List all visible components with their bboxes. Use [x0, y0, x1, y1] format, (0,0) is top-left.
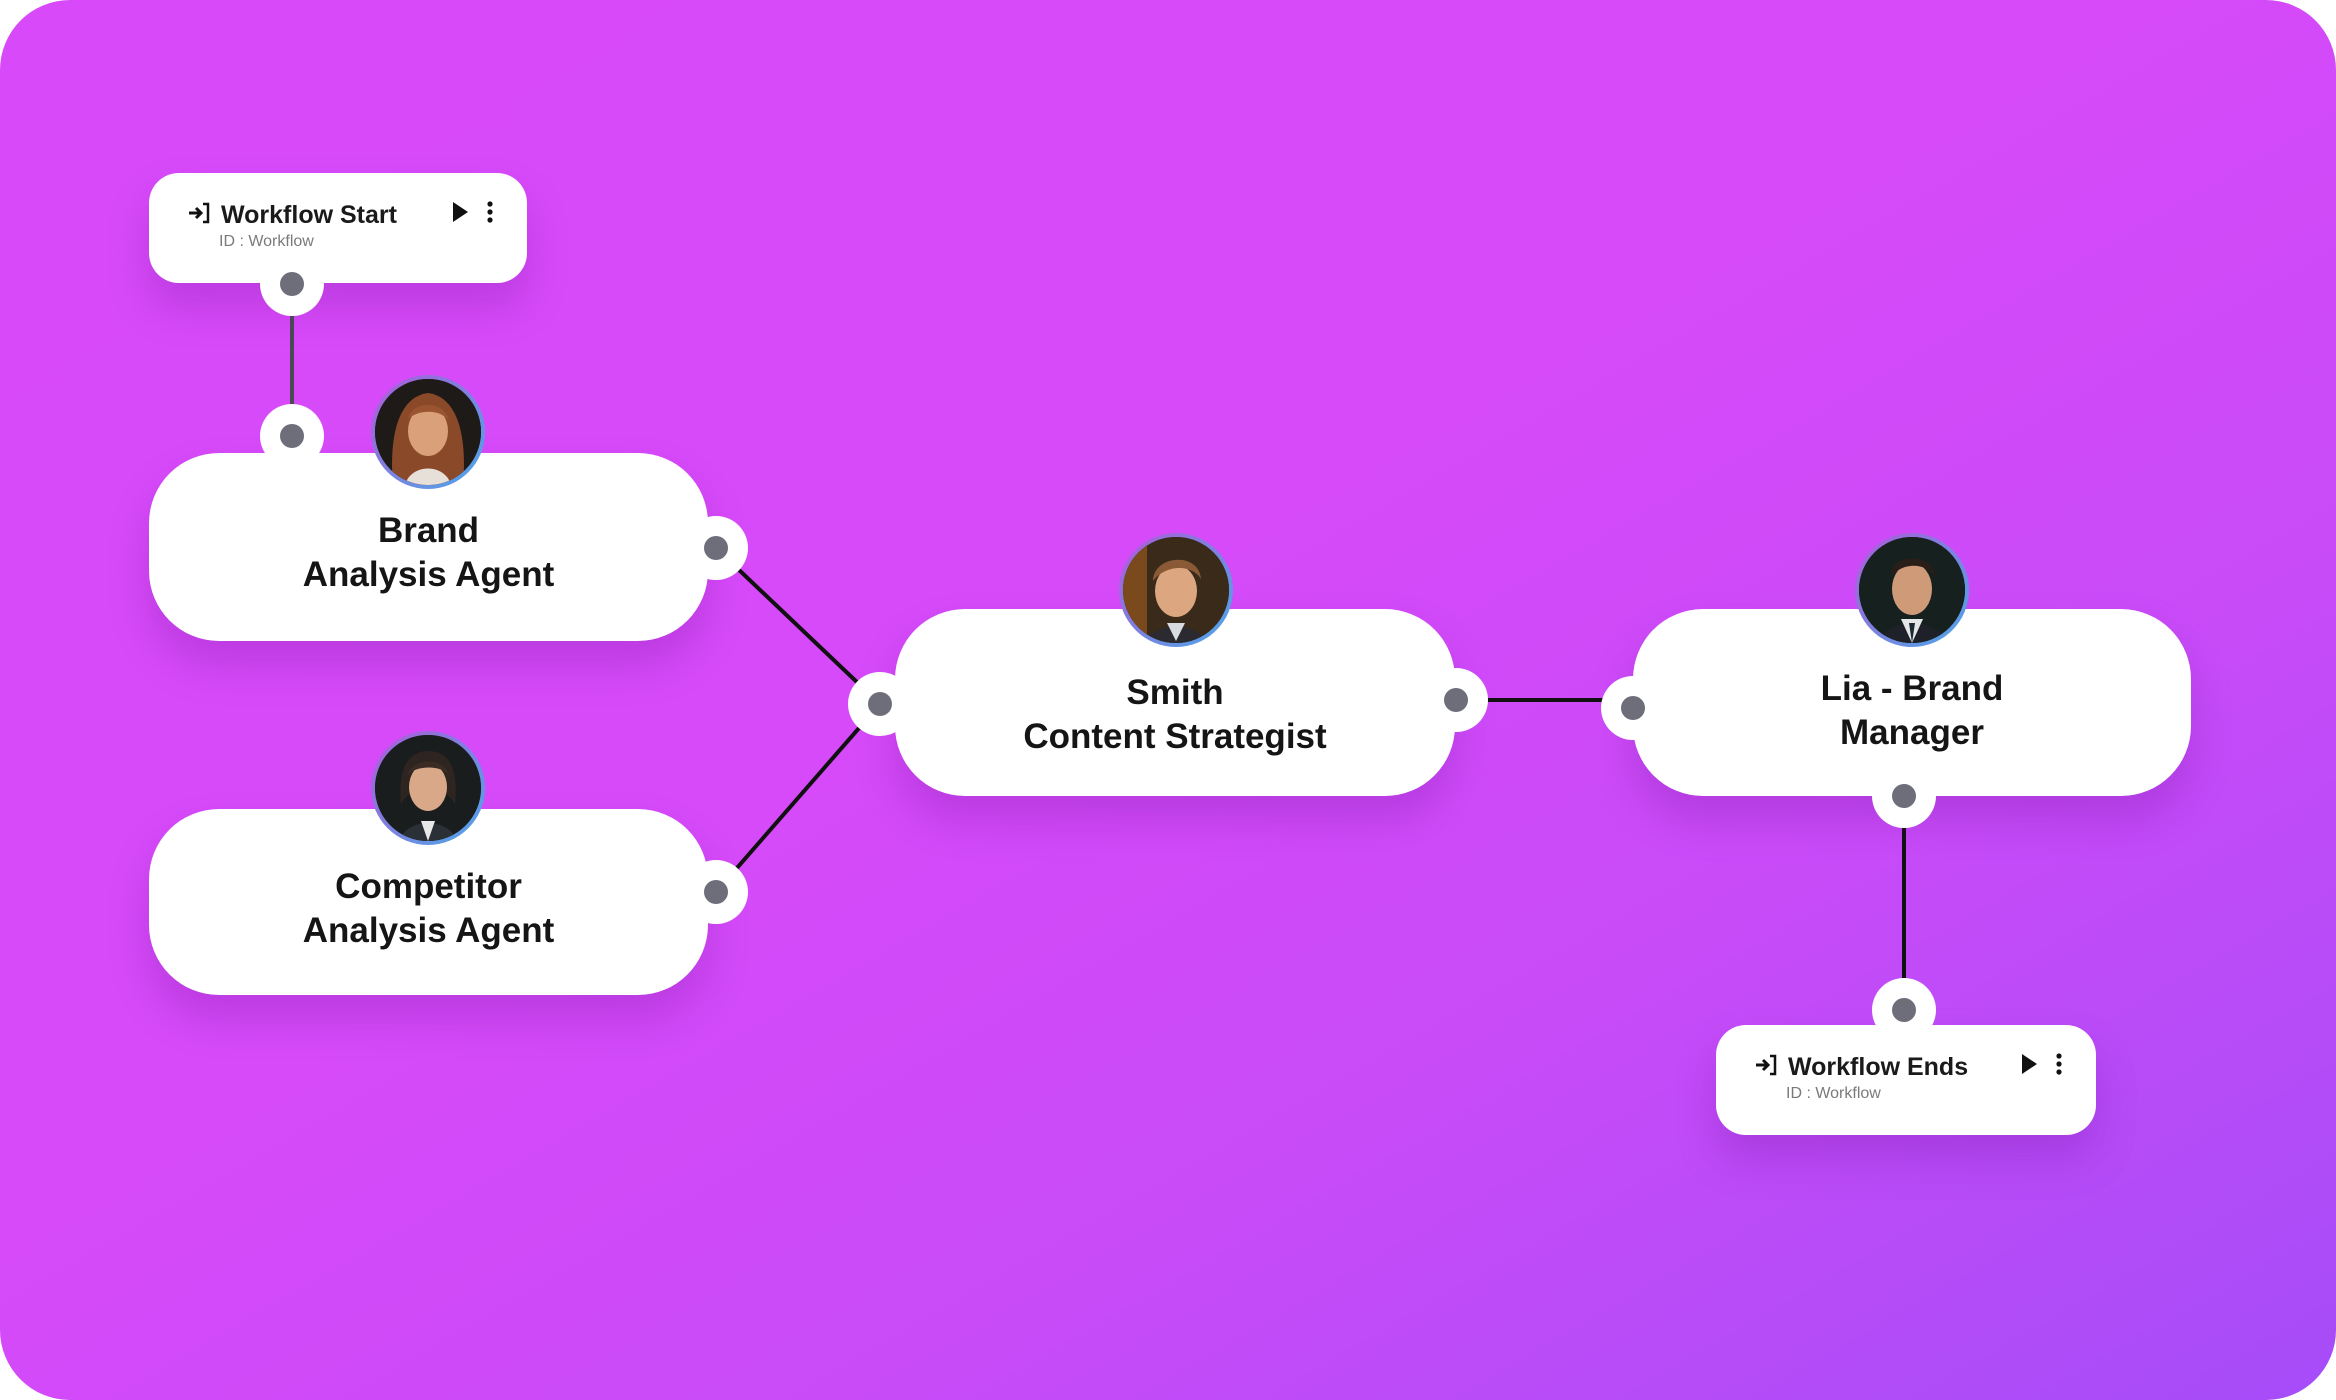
- man-suit-avatar: [1855, 533, 1969, 647]
- lia-output-handle[interactable]: [1872, 764, 1936, 828]
- woman-auburn-hair-avatar: [371, 375, 485, 489]
- brand-input-handle[interactable]: [260, 404, 324, 468]
- node-title: Workflow Ends: [1788, 1053, 1969, 1081]
- node-title: Workflow Start: [221, 201, 397, 229]
- end-input-handle[interactable]: [1872, 978, 1936, 1042]
- agent-name-line1: Brand: [377, 511, 480, 550]
- play-icon[interactable]: [2020, 1053, 2038, 1080]
- wire-competitor-to-smith[interactable]: [714, 702, 882, 894]
- workflow-start-node[interactable]: Workflow Start ID : Workflow: [149, 173, 527, 283]
- agent-node-competitor-analysis[interactable]: Competitor Analysis Agent: [149, 809, 708, 995]
- young-man-avatar: [1119, 533, 1233, 647]
- login-arrow-icon: [1754, 1053, 1778, 1082]
- node-id: ID : Workflow: [1786, 1085, 1881, 1102]
- lia-input-handle[interactable]: [1601, 676, 1665, 740]
- login-arrow-icon: [187, 201, 211, 230]
- wire-brand-to-smith[interactable]: [714, 546, 882, 706]
- brand-output-handle[interactable]: [684, 516, 748, 580]
- agent-name-line1: Competitor: [335, 867, 522, 906]
- woman-dark-hair-avatar: [371, 731, 485, 845]
- more-vertical-icon[interactable]: [487, 201, 493, 228]
- play-icon[interactable]: [451, 201, 469, 228]
- smith-input-handle[interactable]: [848, 672, 912, 736]
- agent-name-line1: Smith: [1126, 673, 1224, 712]
- agent-name-line1: Lia - Brand: [1820, 669, 2004, 708]
- agent-name-line2: Analysis Agent: [302, 555, 555, 594]
- agent-name-line2: Manager: [1840, 713, 1984, 752]
- smith-output-handle[interactable]: [1424, 668, 1488, 732]
- agent-name-line2: Content Strategist: [1023, 717, 1327, 756]
- more-vertical-icon[interactable]: [2056, 1053, 2062, 1080]
- agent-name-line2: Analysis Agent: [302, 911, 555, 950]
- node-id: ID : Workflow: [219, 233, 314, 250]
- workflow-end-node[interactable]: Workflow Ends ID : Workflow: [1716, 1025, 2096, 1135]
- agent-node-smith-content-strategist[interactable]: Smith Content Strategist: [895, 609, 1455, 796]
- competitor-output-handle[interactable]: [684, 860, 748, 924]
- start-output-handle[interactable]: [260, 252, 324, 316]
